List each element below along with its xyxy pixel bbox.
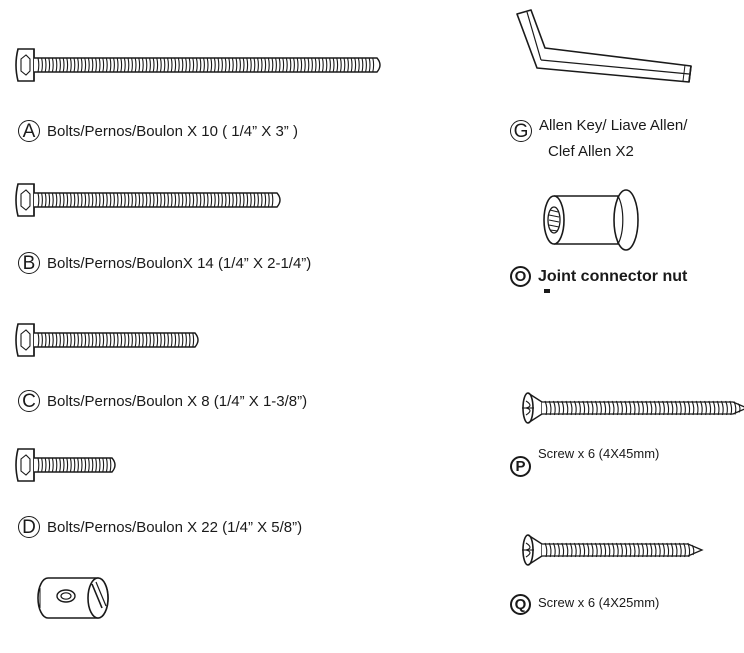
bolt-d-svg — [15, 448, 116, 482]
part-b-text: Bolts/Pernos/BoulonX 14 (1/4” X 2-1/4”) — [47, 254, 312, 272]
joint-nut-svg — [543, 189, 639, 251]
bolt-d-icon — [14, 440, 144, 490]
part-q-badge: Q — [510, 594, 531, 615]
part-o-label: O Joint connector nut — [510, 266, 687, 287]
part-d-label: D Bolts/Pernos/Boulon X 22 (1/4” X 5/8”) — [18, 516, 302, 538]
part-p-text: Screw x 6 (4X45mm) — [538, 446, 660, 461]
bolt-b-svg — [15, 183, 281, 217]
bolt-a-icon — [14, 40, 394, 90]
part-p-badge: P — [510, 456, 531, 477]
part-g-text-line1: Allen Key/ Liave Allen/ — [539, 117, 688, 134]
part-g-text-line2: Clef Allen X2 — [548, 143, 634, 160]
bolt-b-icon — [14, 175, 304, 225]
part-a-badge: A — [18, 120, 40, 142]
allen-key-icon — [505, 8, 705, 98]
part-d-text: Bolts/Pernos/Boulon X 22 (1/4” X 5/8”) — [47, 518, 303, 536]
bolt-a-svg — [15, 48, 381, 82]
part-q-text: Screw x 6 (4X25mm) — [538, 595, 660, 610]
label-artifact — [544, 289, 550, 293]
part-g-badge: G — [510, 120, 532, 142]
part-o-text: Joint connector nut — [538, 267, 688, 285]
joint-connector-nut-icon — [536, 186, 656, 256]
screw-q-icon — [518, 528, 708, 572]
screw-p-svg — [522, 392, 744, 424]
part-a-label: A Bolts/Pernos/Boulon X 10 ( 1/4” X 3” ) — [18, 120, 298, 142]
screw-q-svg — [522, 534, 704, 566]
barrel-nut-svg — [37, 577, 109, 619]
bolt-c-svg — [15, 323, 199, 357]
part-p-label: P Screw x 6 (4X45mm) — [510, 446, 659, 477]
part-o-badge: O — [510, 266, 531, 287]
part-c-badge: C — [18, 390, 40, 412]
part-c-label: C Bolts/Pernos/Boulon X 8 (1/4” X 1-3/8”… — [18, 390, 307, 412]
part-q-label: Q Screw x 6 (4X25mm) — [510, 594, 659, 615]
screw-p-icon — [518, 386, 744, 430]
part-g-label: G Allen Key/ Liave Allen/ Clef Allen X2 — [510, 116, 687, 162]
part-b-label: B Bolts/Pernos/BoulonX 14 (1/4” X 2-1/4”… — [18, 252, 311, 274]
allen-key-svg — [516, 9, 692, 83]
part-b-badge: B — [18, 252, 40, 274]
barrel-nut-icon — [36, 574, 116, 624]
part-c-text: Bolts/Pernos/Boulon X 8 (1/4” X 1-3/8”) — [47, 392, 308, 410]
bolt-c-icon — [14, 315, 224, 365]
part-a-text: Bolts/Pernos/Boulon X 10 ( 1/4” X 3” ) — [47, 122, 298, 140]
part-d-badge: D — [18, 516, 40, 538]
